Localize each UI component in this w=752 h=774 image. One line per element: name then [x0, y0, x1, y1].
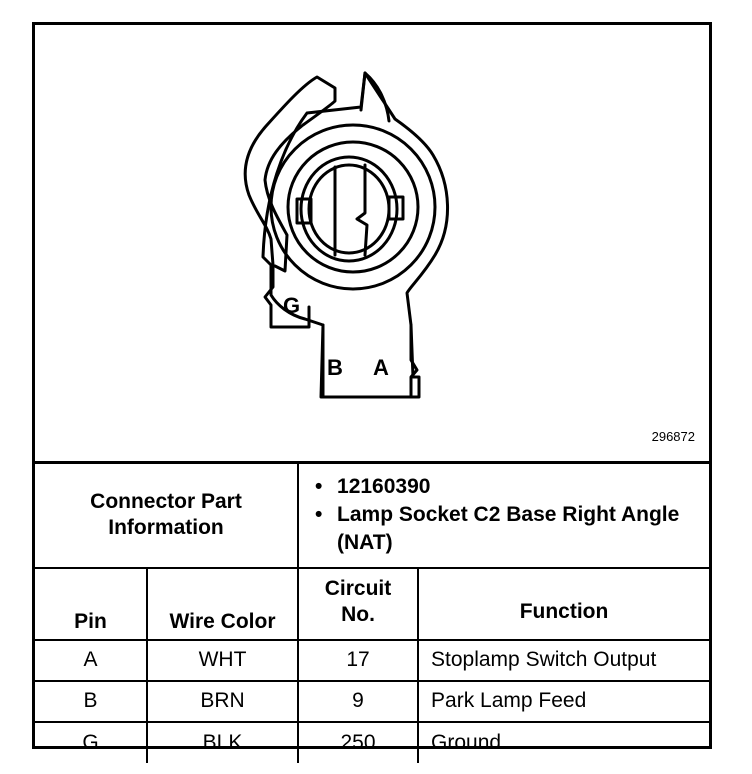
bulb-contact: [333, 163, 369, 257]
part-description: Lamp Socket C2 Base Right Angle (NAT): [315, 501, 701, 557]
connector-part-label: Connector Part Information: [35, 461, 300, 569]
connector-diagram: G B A 296872: [35, 25, 709, 461]
header-wire-color: Wire Color: [145, 566, 300, 641]
ground-tab: [263, 263, 311, 329]
wire-color-cell: BRN: [145, 679, 300, 723]
socket-body: [261, 71, 450, 399]
circuit-cell: 9: [297, 679, 420, 723]
header-circuit-no: Circuit No.: [297, 566, 420, 641]
circuit-cell: 17: [297, 638, 420, 682]
pin-label-g: G: [283, 293, 301, 318]
connector-part-row: Connector Part Information 12160390 Lamp…: [35, 461, 710, 569]
connector-part-info: 12160390 Lamp Socket C2 Base Right Angle…: [297, 461, 710, 569]
pin-cell: A: [35, 638, 148, 682]
table-row: G BLK 250 Ground: [35, 720, 710, 763]
function-cell: Ground: [417, 720, 710, 763]
bulb-opening: [299, 155, 399, 263]
pin-cell: B: [35, 679, 148, 723]
function-cell: Stoplamp Switch Output: [417, 638, 710, 682]
diagram-frame: G B A 296872 Connector Part Information …: [32, 22, 712, 763]
table-row: B BRN 9 Park Lamp Feed: [35, 679, 710, 723]
terminal-block: [321, 323, 419, 399]
table-row: A WHT 17 Stoplamp Switch Output: [35, 638, 710, 682]
figure-number: 296872: [651, 429, 695, 444]
inner-ring: [286, 140, 420, 274]
header-pin: Pin: [35, 566, 148, 641]
wire-color-cell: BLK: [145, 720, 300, 763]
part-number: 12160390: [315, 473, 701, 501]
header-function: Function: [417, 566, 710, 641]
circuit-cell: 250: [297, 720, 420, 763]
header-row: Pin Wire Color Circuit No. Function: [35, 566, 710, 641]
function-cell: Park Lamp Feed: [417, 679, 710, 723]
outer-ring: [269, 123, 437, 291]
connector-table: Connector Part Information 12160390 Lamp…: [35, 461, 710, 763]
pin-cell: G: [35, 720, 148, 763]
pin-label-a: A: [373, 355, 389, 380]
connector-drawing: [243, 71, 450, 399]
wire-color-cell: WHT: [145, 638, 300, 682]
pin-label-b: B: [327, 355, 343, 380]
